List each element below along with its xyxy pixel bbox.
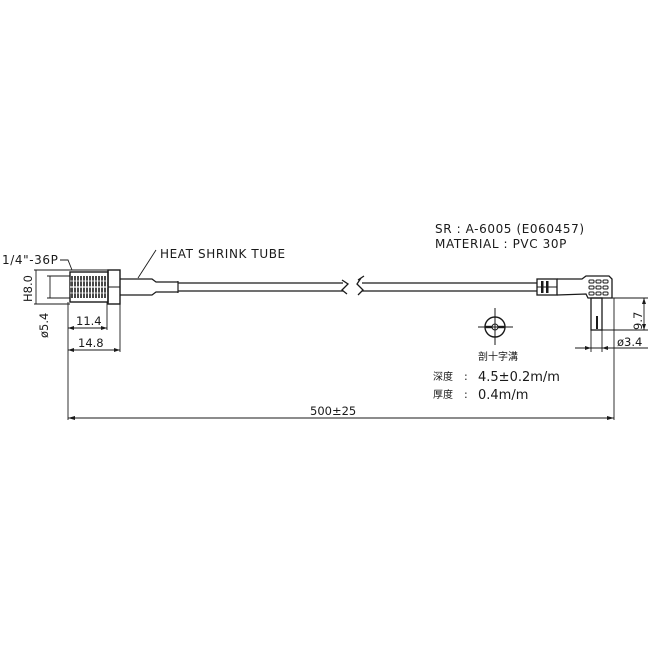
depth-value: 4.5±0.2m/m: [478, 370, 560, 385]
total-length-dim: 500±25: [310, 404, 356, 418]
cross-slot-symbol: [478, 308, 513, 345]
sr-label: SR : A-6005 (E060457): [435, 222, 585, 236]
cross-slot-title: 剖十字溝: [478, 350, 518, 363]
thickness-label: 厚度: [433, 388, 453, 401]
hex-height-dim: H8.0: [21, 275, 35, 302]
material-label: MATERIAL : PVC 30P: [435, 237, 567, 251]
threaded-fitting: [69, 269, 121, 305]
heat-shrink-tube: [120, 278, 179, 296]
thread-length-dim: 11.4: [76, 314, 102, 328]
arrowheads: [68, 298, 646, 420]
depth-separator: :: [464, 370, 468, 383]
heat-shrink-label: HEAT SHRINK TUBE: [160, 247, 286, 261]
thickness-separator: :: [464, 388, 468, 401]
thickness-value: 0.4m/m: [478, 388, 528, 403]
dimension-lines: [34, 249, 648, 420]
cable: [178, 275, 537, 296]
fitting-length-dim: 14.8: [78, 336, 104, 350]
right-angle-height-dim: 9.7: [631, 312, 645, 330]
break-symbol: [341, 279, 350, 295]
right-angle-connector: [536, 275, 613, 331]
probe-diameter-dim: ø3.4: [617, 335, 642, 349]
depth-label: 深度: [433, 370, 453, 383]
thread-diameter-dim: ø5.4: [37, 313, 51, 338]
thread-spec-label: 1/4"-36P: [2, 253, 58, 267]
